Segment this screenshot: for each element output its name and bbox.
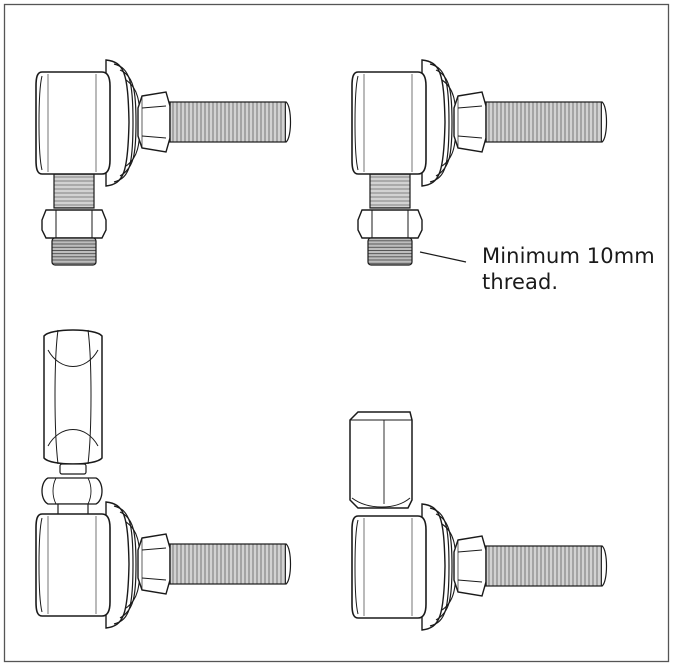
rod-end-with-hex-extension-bottom-left <box>35 329 292 629</box>
annotation-line-1: Minimum 10mm <box>482 244 655 268</box>
thread-annotation: Minimum 10mm thread. <box>482 243 655 295</box>
rod-end-with-locknut-top-right <box>351 59 608 266</box>
annotation-leader-line <box>419 251 467 263</box>
rod-end-with-hex-sleeve-bottom-right <box>349 411 608 631</box>
diagram-frame <box>3 3 670 663</box>
rod-end-with-locknut-top-left <box>35 59 292 266</box>
annotation-line-2: thread. <box>482 270 559 294</box>
